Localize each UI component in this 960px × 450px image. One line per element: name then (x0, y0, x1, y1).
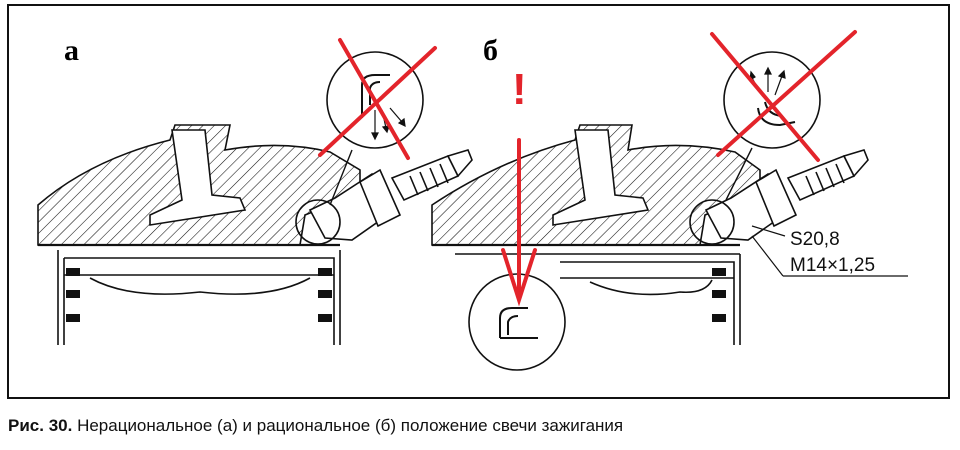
panel-b-leader-line-top (725, 147, 753, 201)
figure-frame (7, 4, 950, 399)
panel-b-spark-zone (689, 199, 735, 245)
panel-b-piston (560, 261, 735, 345)
caption-number: Рис. 30. (8, 416, 73, 435)
panel-b-piston-rings (712, 268, 726, 322)
panel-a-red-cross-icon (318, 38, 437, 160)
panel-b-spark-plug (704, 149, 869, 241)
panel-b-electrode-icon-bottom (499, 307, 538, 339)
panel-a-label: а (64, 34, 79, 67)
panel-b-dimension-leaders (751, 225, 908, 277)
panel-a-spark-arrows (371, 107, 406, 141)
panel-a-electrode-icon (361, 74, 390, 118)
panel-a-piston-rings (66, 268, 332, 322)
dim-hex-label: S20,8 (790, 229, 840, 250)
panel-a-piston (63, 257, 335, 345)
panel-a: а (37, 34, 473, 345)
panel-b-label: б (483, 34, 498, 67)
panel-a-spark-zone (295, 199, 341, 245)
caption-text: Нерациональное (а) и рациональное (б) по… (77, 416, 624, 435)
panel-a-valve (149, 129, 247, 226)
panel-b: б (431, 30, 908, 371)
dim-thread-label: M14×1,25 (790, 255, 875, 276)
figure-caption: Рис. 30. Нерациональное (а) и рациональн… (8, 416, 623, 436)
panel-b-warning-mark: ! (512, 65, 527, 114)
panel-b-red-cross-icon (710, 30, 857, 162)
panel-a-leader-line (329, 149, 353, 206)
panel-b-red-arrow-icon (501, 138, 537, 307)
panel-a-spark-plug (308, 149, 473, 241)
panel-b-valve (552, 129, 650, 226)
